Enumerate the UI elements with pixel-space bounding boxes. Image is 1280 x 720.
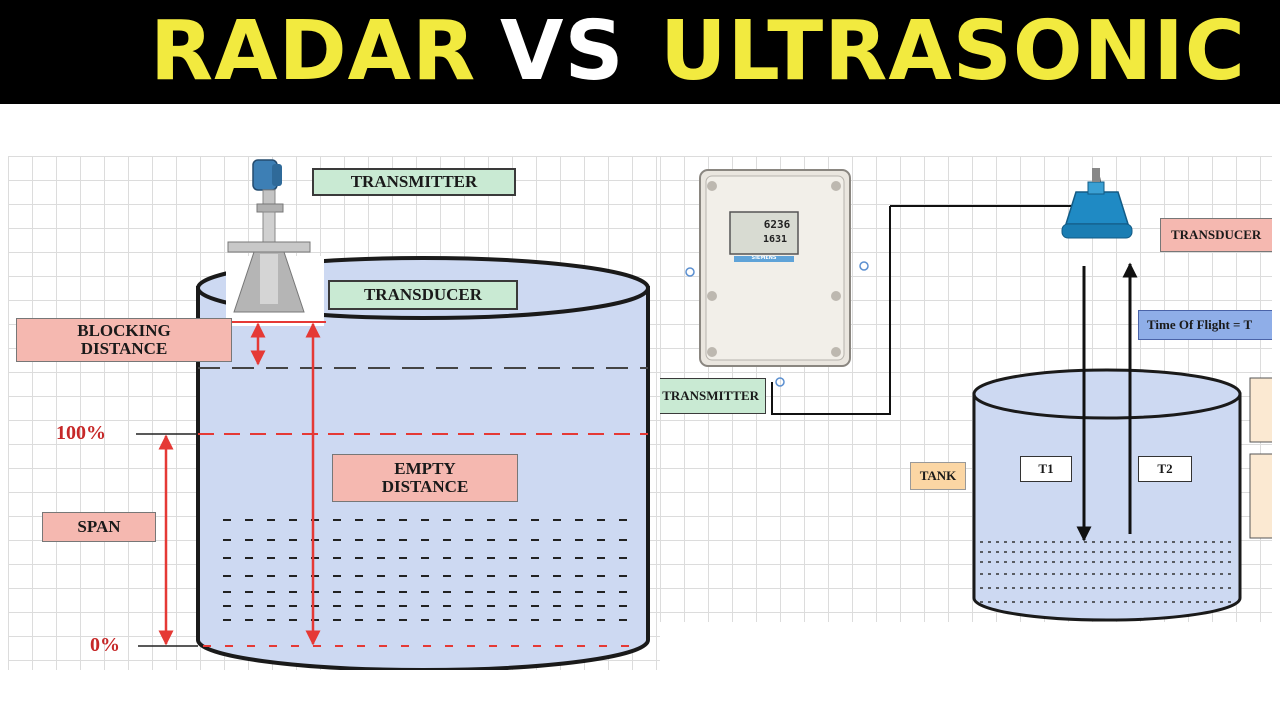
span-label: SPAN <box>42 512 156 542</box>
cut-label-box-lower <box>1249 453 1272 539</box>
radar-transmitter-device <box>226 159 324 326</box>
title-vs: VS <box>500 4 625 99</box>
radar-transducer-label: TRANSDUCER <box>328 280 518 310</box>
display-brand: SIEMENS <box>751 256 777 262</box>
radar-diagram: TRANSMITTER TRANSDUCER BLOCKING DISTANCE… <box>8 156 660 670</box>
radar-transmitter-label: TRANSMITTER <box>312 168 516 196</box>
radar-tank-drawing <box>136 159 650 670</box>
display-reading-main: 6236 <box>763 218 791 232</box>
title-radar: RADAR <box>150 4 477 99</box>
t1-label: T1 <box>1020 456 1072 482</box>
ultrasonic-tank-drawing <box>685 168 1272 622</box>
blocking-distance-label: BLOCKING DISTANCE <box>16 318 232 362</box>
display-reading-sub: 1631 <box>762 234 788 245</box>
tank-label: TANK <box>910 462 966 490</box>
signal-cable-return <box>771 206 891 415</box>
cut-label-box-upper <box>1249 377 1272 443</box>
time-of-flight-label: Time Of Flight = T <box>1138 310 1272 340</box>
ultrasonic-transducer-label: TRANSDUCER <box>1160 218 1272 252</box>
ultrasonic-liquid-lines <box>980 541 1236 603</box>
title-bar: RADAR VS ULTRASONIC <box>0 0 1280 104</box>
empty-distance-label: EMPTY DISTANCE <box>332 454 518 502</box>
ultrasonic-transmitter-device <box>685 169 869 387</box>
ultrasonic-tank <box>972 368 1242 622</box>
ultrasonic-transducer-device <box>1061 168 1133 239</box>
title-ultrasonic: ULTRASONIC <box>660 4 1246 99</box>
t2-label: T2 <box>1138 456 1192 482</box>
level-100-label: 100% <box>56 422 106 444</box>
ultrasonic-diagram: 6236 1631 SIEMENS TRANSMITTER TRANSDUCER… <box>660 156 1272 622</box>
liquid-surface-lines <box>223 519 638 621</box>
ultrasonic-transmitter-label: TRANSMITTER <box>660 378 766 414</box>
level-0-label: 0% <box>90 634 120 656</box>
